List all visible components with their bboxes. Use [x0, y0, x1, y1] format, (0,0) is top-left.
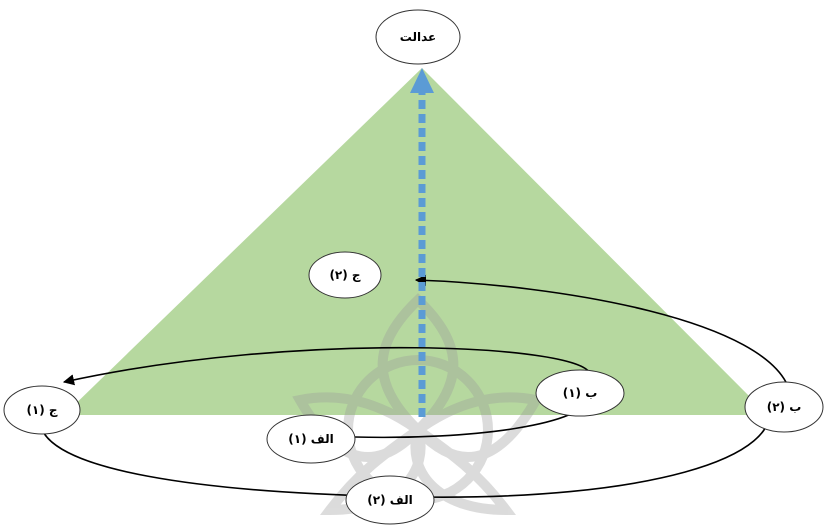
node-b2: ب (۲): [744, 381, 824, 433]
vertical-arrow-head: [410, 68, 434, 93]
node-a2: الف (۲): [345, 475, 435, 525]
node-c2-label: ج (۲): [329, 268, 360, 282]
node-b1-label: ب (۱): [563, 386, 598, 400]
node-justice: عدالت: [375, 9, 461, 65]
node-a1: الف (۱): [266, 414, 356, 464]
node-b1: ب (۱): [535, 369, 625, 417]
node-a2-label: الف (۲): [367, 493, 412, 507]
node-justice-label: عدالت: [400, 30, 436, 44]
b1-to-c1-arrow: [62, 346, 591, 386]
node-c1: ج (۱): [3, 385, 81, 435]
b2-to-c2-arrow: [414, 274, 791, 393]
node-a1-label: الف (۱): [288, 432, 333, 446]
justice-triangle: [64, 68, 768, 415]
node-b2-label: ب (۲): [767, 400, 802, 414]
node-c1-label: ج (۱): [26, 403, 57, 417]
node-c2: ج (۲): [308, 251, 382, 299]
